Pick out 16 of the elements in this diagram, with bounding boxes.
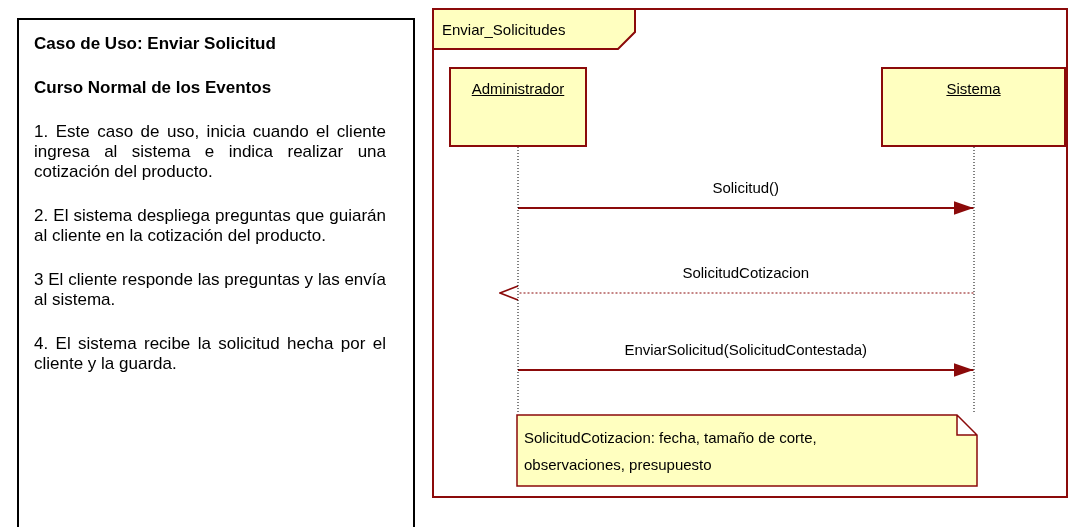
message-arrow: [517, 201, 975, 215]
message-arrow: [517, 363, 975, 377]
step-text: 4. El sistema recibe la solicitud hecha por el cliente y la guarda.: [34, 334, 387, 374]
node-label: Sistema: [946, 79, 1001, 99]
heading-text: Curso Normal de los Eventos: [34, 78, 273, 98]
node-label: Enviar_Solicitudes: [442, 21, 566, 38]
step-text: 1. Este caso de uso, inicia cuando el cliente ingresa al sistema e indica realizar una cotización del producto.: [34, 122, 387, 182]
node-label: Administrador: [471, 79, 565, 99]
sequence-frame: [432, 8, 1068, 498]
node-label: SolicitudCotizacion: fecha, tamaño de corte, observaciones, presupuesto: [524, 429, 817, 473]
note-box: [516, 414, 978, 487]
step-text: 3 El cliente responde las preguntas y las envía al sistema.: [34, 270, 387, 310]
step-text: 2. El sistema despliega preguntas que guiarán al cliente en la cotización del producto.: [34, 206, 387, 246]
use-case-description-panel: [17, 18, 415, 527]
message-arrow: [499, 285, 975, 301]
heading-text: Caso de Uso: Enviar Solicitud: [34, 34, 277, 54]
